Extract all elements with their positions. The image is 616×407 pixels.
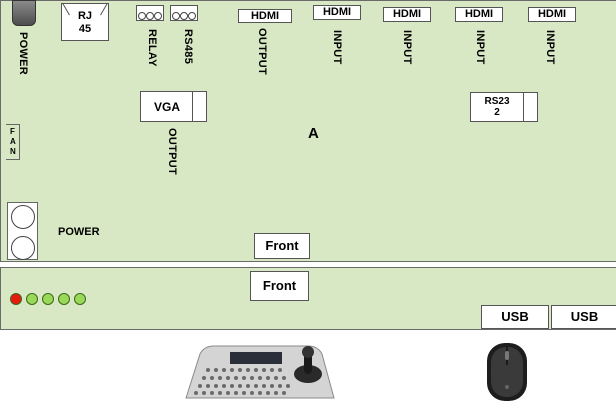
usb-label: USB [570, 309, 599, 324]
front-marker: Front [254, 233, 310, 259]
power-port-label: POWER [17, 32, 29, 76]
fan-box [6, 124, 20, 160]
rear-panel [0, 0, 616, 262]
rs232-divider [523, 93, 524, 121]
rs232-label: RS23 2 [484, 96, 510, 118]
rs485-screw-icon [180, 12, 188, 20]
mouse-icon [487, 343, 527, 401]
power-button-label: POWER [58, 226, 100, 238]
front-label: Front [262, 278, 297, 293]
hdmi-output-port[interactable]: HDMI [238, 9, 292, 23]
usb-port-1[interactable]: USB [481, 305, 549, 329]
usb-label: USB [501, 309, 529, 324]
vga-port[interactable]: VGA [140, 91, 207, 122]
front-marker-label: Front [265, 238, 299, 253]
ptz-keyboard-icon [185, 345, 335, 399]
hdmi-output-label: HDMI [250, 10, 280, 22]
relay-label: RELAY [146, 29, 158, 67]
hdmi-input-port-2[interactable]: HDMI [383, 7, 431, 22]
status-led-green [74, 293, 86, 305]
vga-label: VGA [153, 100, 180, 114]
power-button-top[interactable] [11, 205, 35, 229]
relay-screw-icon [146, 12, 154, 20]
hdmi-input-label: HDMI [392, 8, 422, 20]
hdmi-input-port-4[interactable]: HDMI [528, 7, 576, 22]
hdmi-input-sub: INPUT [331, 30, 343, 65]
hdmi-input-sub: INPUT [401, 30, 413, 65]
keypad-keys [194, 368, 290, 395]
hdmi-input-sub: INPUT [474, 30, 486, 65]
vga-divider [192, 92, 193, 121]
power-button-bottom[interactable] [11, 236, 35, 260]
rj45-label: RJ 45 [77, 10, 93, 35]
hdmi-input-label: HDMI [537, 8, 567, 20]
status-led-green [42, 293, 54, 305]
relay-screw-icon [154, 12, 162, 20]
status-led-green [58, 293, 70, 305]
hdmi-input-port-3[interactable]: HDMI [455, 7, 503, 22]
rs485-screw-icon [188, 12, 196, 20]
hdmi-input-label: HDMI [464, 8, 494, 20]
usb-port-2[interactable]: USB [551, 305, 616, 329]
hdmi-output-sub: OUTPUT [256, 28, 268, 76]
center-label: A [308, 125, 319, 142]
front-label-box: Front [250, 271, 309, 301]
hdmi-input-sub: INPUT [544, 30, 556, 65]
relay-screw-icon [138, 12, 146, 20]
hdmi-input-label: HDMI [322, 6, 352, 18]
fan-label: F A N [10, 127, 16, 156]
rs485-label: RS485 [182, 29, 194, 65]
rs485-screw-icon [172, 12, 180, 20]
vga-sub: OUTPUT [166, 128, 178, 176]
status-led-red [10, 293, 22, 305]
power-jack-icon [12, 0, 36, 26]
status-led-green [26, 293, 38, 305]
hdmi-input-port-1[interactable]: HDMI [313, 5, 361, 20]
rj45-port[interactable]: RJ 45 [61, 3, 109, 41]
rs232-port[interactable]: RS23 2 [470, 92, 538, 122]
